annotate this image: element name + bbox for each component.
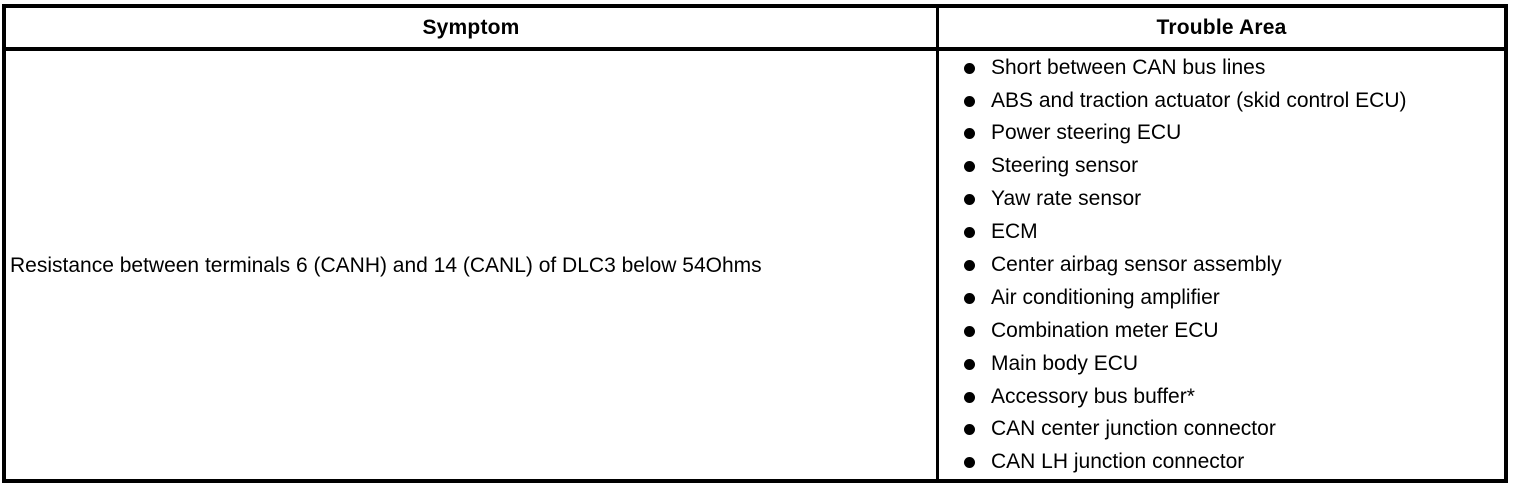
- trouble-area-cell: Short between CAN bus lines ABS and trac…: [939, 51, 1504, 479]
- trouble-area-item: Main body ECU: [964, 347, 1504, 380]
- trouble-area-item-text: ABS and traction actuator (skid control …: [991, 88, 1407, 112]
- bullet-icon: [964, 259, 975, 271]
- symptom-text: Resistance between terminals 6 (CANH) an…: [10, 253, 762, 277]
- trouble-area-item: Combination meter ECU: [964, 314, 1504, 347]
- bullet-icon: [964, 457, 975, 469]
- trouble-area-item-text: Short between CAN bus lines: [991, 55, 1266, 79]
- bullet-icon: [964, 391, 975, 403]
- trouble-area-list: Short between CAN bus lines ABS and trac…: [964, 51, 1504, 479]
- trouble-area-item: CAN LH junction connector: [964, 446, 1504, 479]
- trouble-area-item: Power steering ECU: [964, 117, 1504, 150]
- bullet-icon: [964, 325, 975, 337]
- bullet-icon: [964, 161, 975, 173]
- trouble-area-item: Accessory bus buffer*: [964, 380, 1504, 413]
- bullet-icon: [964, 424, 975, 436]
- trouble-area-item-text: CAN LH junction connector: [991, 450, 1245, 474]
- column-header-symptom: Symptom: [6, 8, 939, 47]
- trouble-area-item-text: Steering sensor: [991, 154, 1139, 178]
- bullet-icon: [964, 128, 975, 140]
- symptom-cell: Resistance between terminals 6 (CANH) an…: [6, 51, 939, 479]
- bullet-icon: [964, 194, 975, 206]
- trouble-area-item: ABS and traction actuator (skid control …: [964, 84, 1504, 117]
- trouble-area-item: CAN center junction connector: [964, 413, 1504, 446]
- trouble-area-item: Short between CAN bus lines: [964, 51, 1504, 84]
- column-header-trouble-area-label: Trouble Area: [1156, 15, 1287, 39]
- bullet-icon: [964, 227, 975, 239]
- trouble-area-item-text: Main body ECU: [991, 351, 1139, 375]
- trouble-area-item-text: Yaw rate sensor: [991, 187, 1142, 211]
- bullet-icon: [964, 62, 975, 74]
- trouble-area-item-text: Air conditioning amplifier: [991, 285, 1220, 309]
- trouble-area-item: Center airbag sensor assembly: [964, 249, 1504, 282]
- bullet-icon: [964, 95, 975, 107]
- column-header-symptom-label: Symptom: [422, 15, 520, 39]
- trouble-area-item-text: Power steering ECU: [991, 121, 1182, 145]
- trouble-area-item-text: CAN center junction connector: [991, 417, 1276, 441]
- trouble-area-item-text: Center airbag sensor assembly: [991, 252, 1282, 276]
- trouble-area-item: ECM: [964, 216, 1504, 249]
- bullet-icon: [964, 358, 975, 370]
- symptom-trouble-table: Symptom Trouble Area Resistance between …: [2, 4, 1508, 483]
- trouble-area-item: Air conditioning amplifier: [964, 281, 1504, 314]
- table-row: Resistance between terminals 6 (CANH) an…: [6, 51, 1504, 479]
- trouble-area-item-text: ECM: [991, 220, 1038, 244]
- table-header-row: Symptom Trouble Area: [6, 8, 1504, 51]
- bullet-icon: [964, 292, 975, 304]
- trouble-area-item: Steering sensor: [964, 150, 1504, 183]
- trouble-area-item-text: Combination meter ECU: [991, 318, 1219, 342]
- trouble-area-item-text: Accessory bus buffer*: [991, 384, 1195, 408]
- trouble-area-item: Yaw rate sensor: [964, 183, 1504, 216]
- column-header-trouble-area: Trouble Area: [939, 8, 1504, 47]
